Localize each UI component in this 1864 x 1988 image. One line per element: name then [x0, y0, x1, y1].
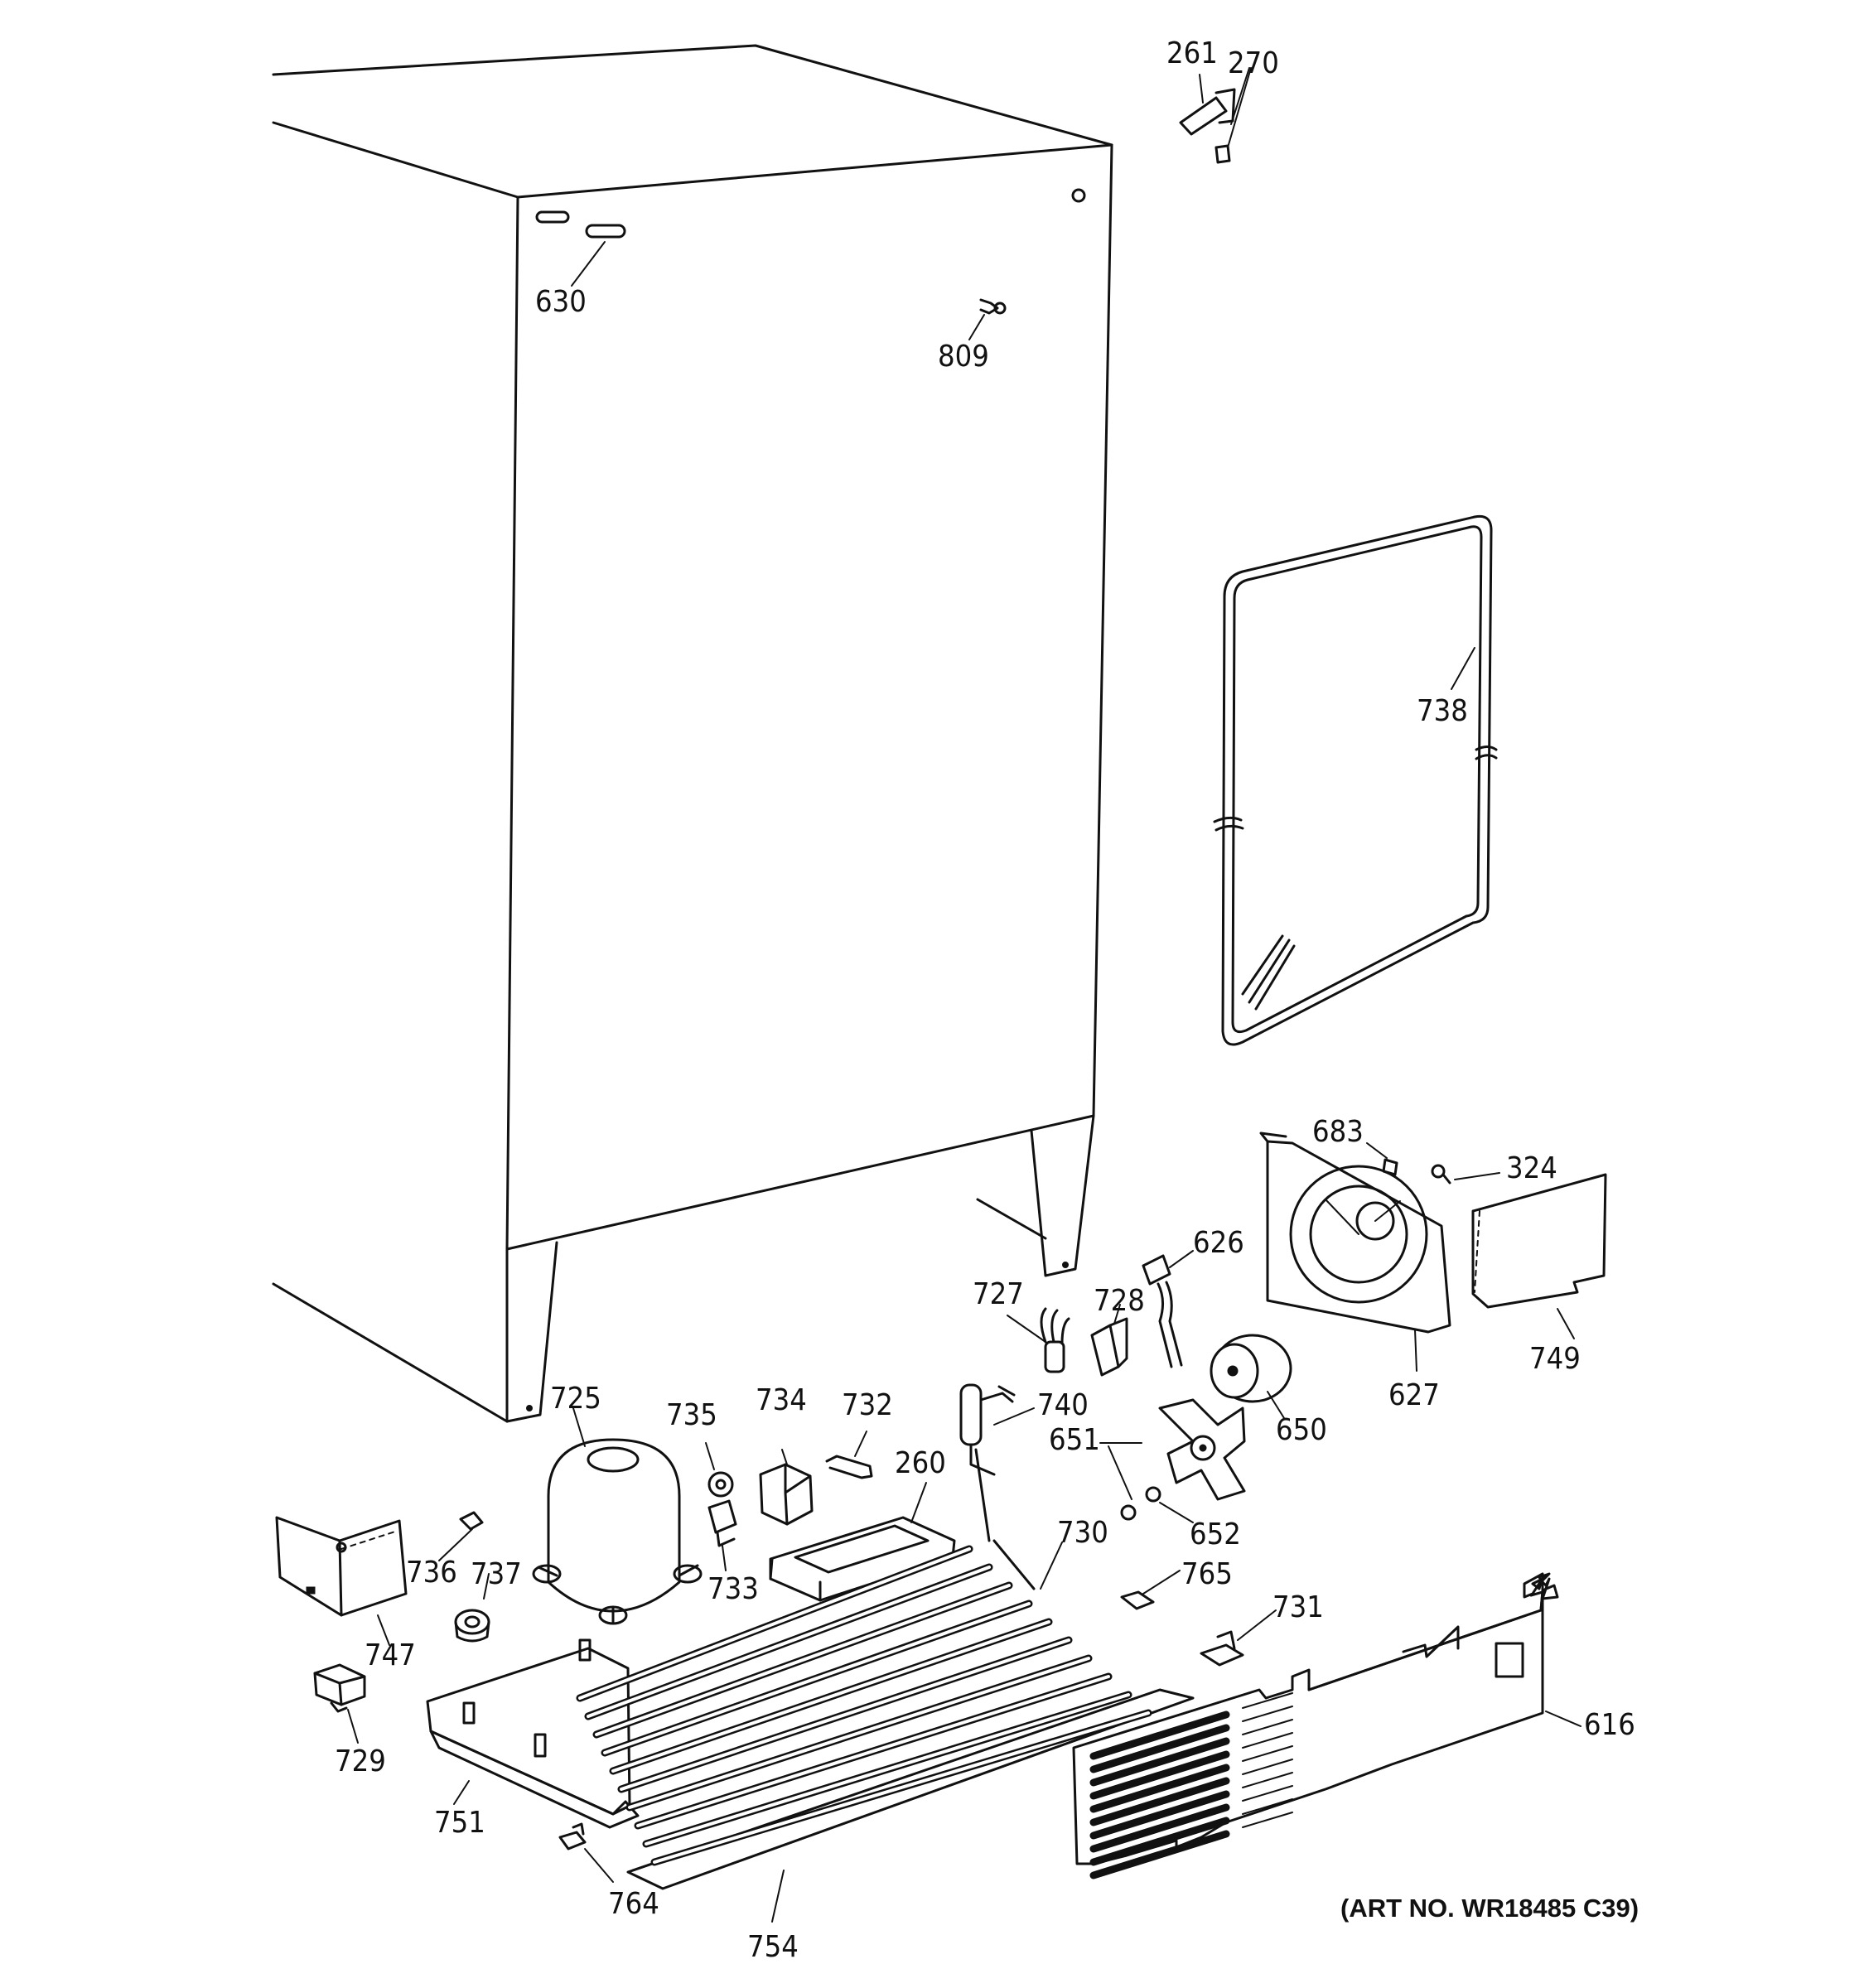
grille-slot	[1089, 1711, 1230, 1760]
part-740-capacitor	[959, 1383, 1035, 1476]
part-651-fan-blade	[1099, 1398, 1246, 1501]
grille-slot	[1089, 1817, 1230, 1866]
coil-tube	[653, 1711, 1150, 1864]
coil-tube	[595, 1584, 1011, 1736]
part-737-grommet	[454, 1573, 490, 1643]
label-725: 725	[550, 1382, 601, 1416]
label-749: 749	[1529, 1342, 1581, 1376]
grille-slot-outline	[1242, 1692, 1293, 1709]
coil-tube	[645, 1693, 1130, 1846]
grille-slot-outline	[1242, 1798, 1293, 1815]
label-652: 652	[1190, 1518, 1241, 1551]
label-765: 765	[1181, 1557, 1233, 1591]
grille-slot	[1089, 1724, 1230, 1773]
grille-slots	[1089, 1692, 1293, 1879]
label-683: 683	[1312, 1115, 1364, 1149]
label-736: 736	[406, 1556, 457, 1590]
coil-tube	[620, 1638, 1070, 1791]
part-733-relay	[707, 1499, 737, 1571]
label-616: 616	[1584, 1708, 1635, 1742]
part-626-power-cord	[1142, 1250, 1194, 1368]
label-630: 630	[535, 285, 587, 319]
coil-rows	[576, 1545, 1152, 1866]
part-738-loop	[1213, 514, 1498, 1046]
grille-slot-outline	[1242, 1706, 1293, 1722]
grille-slot-outline	[1242, 1812, 1293, 1828]
part-734-relay	[759, 1449, 814, 1526]
coil-tube	[587, 1566, 991, 1718]
label-740: 740	[1037, 1388, 1089, 1422]
label-737: 737	[471, 1557, 522, 1591]
label-270: 270	[1228, 46, 1279, 80]
label-751: 751	[434, 1806, 485, 1840]
grille-slot	[1089, 1764, 1230, 1813]
part-764-clip	[558, 1822, 614, 1883]
part-747-cover	[275, 1516, 408, 1646]
label-731: 731	[1272, 1590, 1324, 1624]
part-732-clip	[825, 1431, 873, 1479]
label-260: 260	[895, 1446, 946, 1480]
label-754: 754	[747, 1930, 799, 1964]
grille-slot	[1089, 1737, 1230, 1787]
part-749-cover	[1471, 1173, 1607, 1339]
grille-slot	[1089, 1777, 1230, 1826]
label-738: 738	[1417, 694, 1468, 728]
label-626: 626	[1193, 1226, 1244, 1260]
label-728: 728	[1094, 1284, 1145, 1318]
label-733: 733	[707, 1572, 759, 1606]
label-627: 627	[1388, 1378, 1440, 1412]
grille-slot-outline	[1242, 1772, 1293, 1788]
grille-slot-outline	[1242, 1719, 1293, 1735]
part-730-condenser-coil	[426, 1448, 1195, 1890]
part-324-screw	[1431, 1164, 1500, 1185]
label-735: 735	[666, 1398, 717, 1432]
coil-tube	[603, 1602, 1031, 1754]
grille-slot-outline	[1242, 1745, 1293, 1762]
part-630-plugs	[535, 210, 626, 287]
art-number: (ART NO. WR18485 C39)	[1340, 1894, 1639, 1923]
part-728-bracket	[1090, 1304, 1128, 1377]
part-650-motor	[1210, 1334, 1292, 1419]
grille-slot	[1089, 1803, 1230, 1853]
label-730: 730	[1057, 1516, 1108, 1550]
label-261: 261	[1166, 36, 1218, 70]
coil-tube	[578, 1547, 971, 1700]
label-651: 651	[1049, 1423, 1100, 1457]
part-261-270-fitting	[1179, 67, 1252, 164]
part-652-washer	[1120, 1486, 1194, 1523]
part-809-clip	[968, 298, 1007, 340]
leader-lines	[453, 1780, 785, 1923]
label-727: 727	[973, 1277, 1024, 1311]
part-765-clip	[1120, 1570, 1181, 1610]
label-734: 734	[756, 1383, 807, 1417]
grille-slot-outline	[1242, 1785, 1293, 1802]
part-616-leader	[1545, 1711, 1582, 1727]
grille-slot	[1089, 1830, 1230, 1879]
callout-labels: 261 270 630 809 738 683 324 626 727 728 …	[335, 36, 1639, 1964]
label-747: 747	[365, 1638, 416, 1672]
grille-slot	[1089, 1790, 1230, 1840]
part-731-bracket	[1200, 1609, 1277, 1667]
part-683-screw	[1366, 1142, 1398, 1176]
part-729-cap	[313, 1663, 366, 1744]
coil-tube	[636, 1675, 1110, 1827]
part-735-grommet	[705, 1442, 734, 1498]
label-764: 764	[608, 1887, 659, 1921]
part-627-fan-shroud	[1259, 1132, 1451, 1372]
part-736-clip	[438, 1511, 484, 1561]
part-727-switch	[1007, 1307, 1070, 1373]
grille-slot-outline	[1242, 1732, 1293, 1749]
label-650: 650	[1276, 1413, 1327, 1447]
cabinet	[272, 44, 1113, 1423]
coil-tube	[628, 1657, 1090, 1809]
part-725-compressor	[532, 1407, 703, 1625]
label-809: 809	[938, 340, 989, 374]
grille-slot	[1089, 1750, 1230, 1800]
coil-tube	[611, 1620, 1050, 1773]
label-732: 732	[842, 1388, 893, 1422]
label-324: 324	[1506, 1151, 1557, 1185]
grille-slot-outline	[1242, 1759, 1293, 1775]
label-729: 729	[335, 1744, 386, 1778]
